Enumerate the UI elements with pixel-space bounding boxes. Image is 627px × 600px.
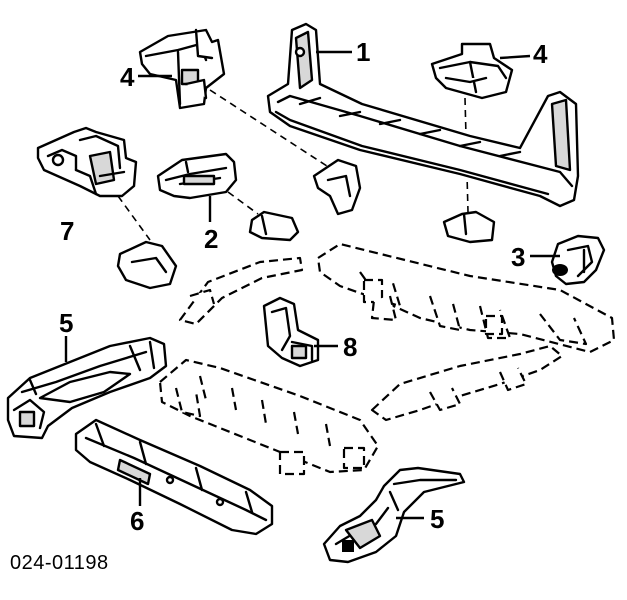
part-1-rocker-panel	[266, 22, 580, 208]
figure-code: 024-01198	[10, 552, 109, 574]
part-4-bracket-left	[138, 28, 226, 110]
part-7-bracket	[36, 126, 138, 198]
dashed-leaders	[117, 89, 469, 241]
frame-crossmember-center-outline	[158, 358, 380, 476]
part-4-bracket-right	[430, 42, 514, 100]
callout-7: 7	[60, 216, 75, 246]
part-2-bracket	[156, 152, 238, 200]
callout-2: 2	[204, 224, 219, 254]
plate-under-right-bracket	[442, 210, 496, 244]
leader-4b	[499, 54, 531, 60]
frame-rail-upper-left-outline	[178, 256, 304, 326]
callout-3: 3	[511, 242, 526, 272]
plate-right-of-part-2	[248, 210, 300, 242]
frame-rail-lower-right-outline	[370, 344, 564, 422]
bracket-mid-upper	[312, 158, 362, 216]
frame-rail-right-outline	[316, 242, 616, 354]
callout-4-right: 4	[533, 39, 548, 69]
part-6-crossmember	[74, 418, 274, 536]
part-5-torque-box-left	[6, 336, 168, 440]
callout-6: 6	[130, 506, 145, 536]
part-5-torque-box-right	[322, 466, 466, 564]
callout-5-left: 5	[59, 308, 74, 338]
callout-5-right: 5	[430, 504, 445, 534]
callout-4-left: 4	[120, 62, 135, 92]
plate-under-part-7	[116, 240, 178, 290]
callout-8: 8	[343, 332, 358, 362]
part-3-clip-bracket	[550, 234, 606, 286]
part-8-bracket	[262, 296, 320, 368]
callout-1: 1	[356, 37, 371, 67]
